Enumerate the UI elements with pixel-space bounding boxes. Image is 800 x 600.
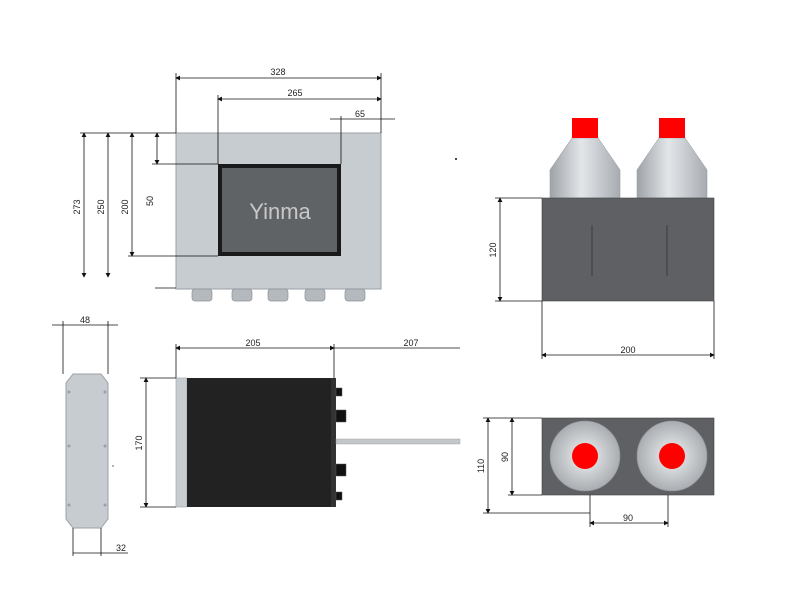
dim-48: 48 bbox=[80, 315, 90, 325]
dim-273: 273 bbox=[72, 199, 82, 214]
shaft bbox=[335, 438, 461, 445]
dim-265: 265 bbox=[287, 88, 302, 98]
dim-90v: 90 bbox=[500, 452, 510, 462]
front-plate bbox=[175, 377, 188, 508]
dim-50: 50 bbox=[145, 196, 155, 206]
bottle-view: 120 200 bbox=[488, 118, 715, 359]
dim-200b: 200 bbox=[620, 345, 635, 355]
connector-row bbox=[191, 288, 366, 302]
top-cap bbox=[659, 443, 685, 469]
thin-side-view: 48 32 bbox=[52, 315, 128, 556]
body-side-view: 205 207 170 bbox=[134, 338, 461, 508]
dim-205: 205 bbox=[245, 338, 260, 348]
dim-328: 328 bbox=[270, 67, 285, 77]
dim-250: 250 bbox=[96, 199, 106, 214]
bottle-base-box bbox=[541, 197, 715, 302]
dim-170: 170 bbox=[134, 435, 144, 450]
brand-label: Yinma bbox=[249, 199, 311, 224]
rear-connector bbox=[335, 463, 347, 477]
dim-90h: 90 bbox=[623, 513, 633, 523]
dim-120: 120 bbox=[488, 242, 498, 257]
bottle-cap bbox=[659, 118, 685, 138]
screen bbox=[222, 168, 337, 252]
dim-200: 200 bbox=[120, 199, 130, 214]
bottle-cone bbox=[636, 137, 708, 199]
dim-32: 32 bbox=[116, 543, 126, 553]
bottle-cone bbox=[549, 137, 621, 199]
dim-65: 65 bbox=[355, 109, 365, 119]
connector bbox=[304, 288, 326, 302]
rear-connector bbox=[335, 409, 347, 423]
connector bbox=[231, 288, 253, 302]
dark-body bbox=[187, 378, 334, 507]
bottle-cap bbox=[572, 118, 598, 138]
connector bbox=[267, 288, 289, 302]
thin-body bbox=[65, 373, 109, 529]
front-view: Yinma 328 265 65 273 250 200 50 bbox=[72, 67, 395, 302]
rear-plate bbox=[331, 378, 336, 507]
rear-connector bbox=[335, 387, 343, 397]
top-view: 110 90 90 bbox=[476, 417, 715, 527]
rear-connector bbox=[335, 491, 343, 501]
stray-dot bbox=[455, 158, 457, 160]
top-cap bbox=[572, 443, 598, 469]
connector bbox=[344, 288, 366, 302]
dim-207: 207 bbox=[403, 338, 418, 348]
connector bbox=[191, 288, 213, 302]
dim-110: 110 bbox=[476, 459, 486, 473]
